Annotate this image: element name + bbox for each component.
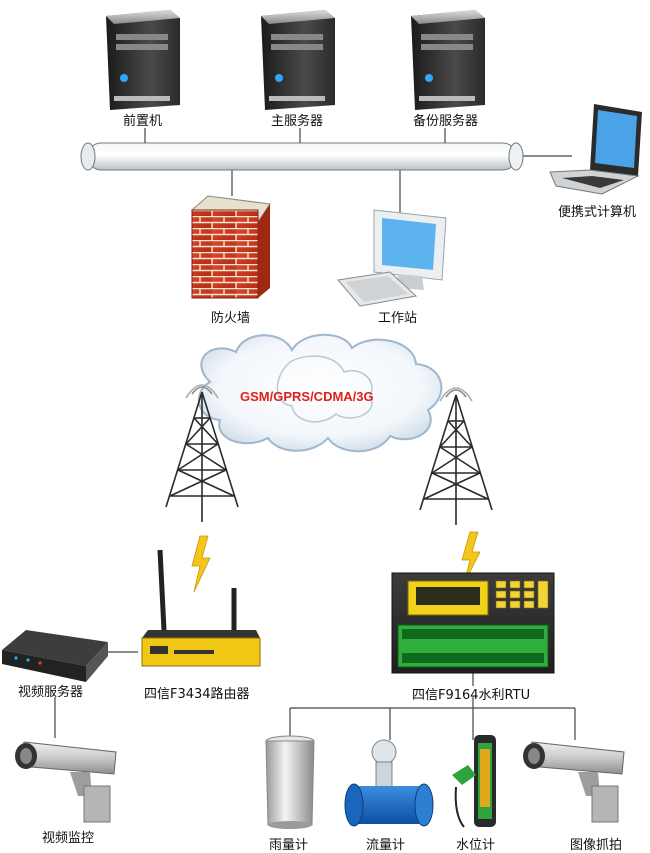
wireless-network-cloud [197,333,443,453]
connection-lines [54,128,576,740]
firewall-label: 防火墙 [211,311,251,326]
backup-server-label: 备份服务器 [413,114,479,129]
main-server-label: 主服务器 [271,114,324,129]
front-server-icon [106,10,180,110]
rtu-device-icon [391,572,555,674]
main-server-icon [261,10,335,110]
flow-meter-icon [344,739,434,827]
network-backbone-pipe [80,142,524,171]
firewall-icon [190,195,271,299]
router-label: 四信F3434路由器 [144,687,250,702]
surveillance-camera-icon [15,741,117,823]
laptop-icon [549,104,642,195]
video-server-icon [2,630,108,682]
flow-meter-label: 流量计 [366,838,406,853]
video-camera-label: 视频监控 [42,831,95,846]
rain-gauge-icon [265,735,315,829]
image-camera-label: 图像抓拍 [570,838,623,853]
router-icon [141,549,261,667]
video-server-label: 视频服务器 [18,685,84,700]
front-server-label: 前置机 [123,114,163,129]
image-capture-camera-icon [523,741,625,823]
laptop-label: 便携式计算机 [558,205,637,220]
network-type-label: GSM/GPRS/CDMA/3G [240,389,374,404]
level-meter-label: 水位计 [456,838,496,853]
workstation-label: 工作站 [378,311,418,326]
left-cell-tower-icon [165,384,239,522]
backup-server-icon [411,10,485,110]
left-lightning-bolt-icon [191,535,211,593]
rtu-label: 四信F9164水利RTU [412,688,531,703]
water-level-meter-icon [452,735,496,828]
workstation-icon [337,209,447,307]
right-cell-tower-icon [419,387,493,525]
right-lightning-bolt-icon [461,531,481,585]
rain-gauge-label: 雨量计 [269,838,309,853]
